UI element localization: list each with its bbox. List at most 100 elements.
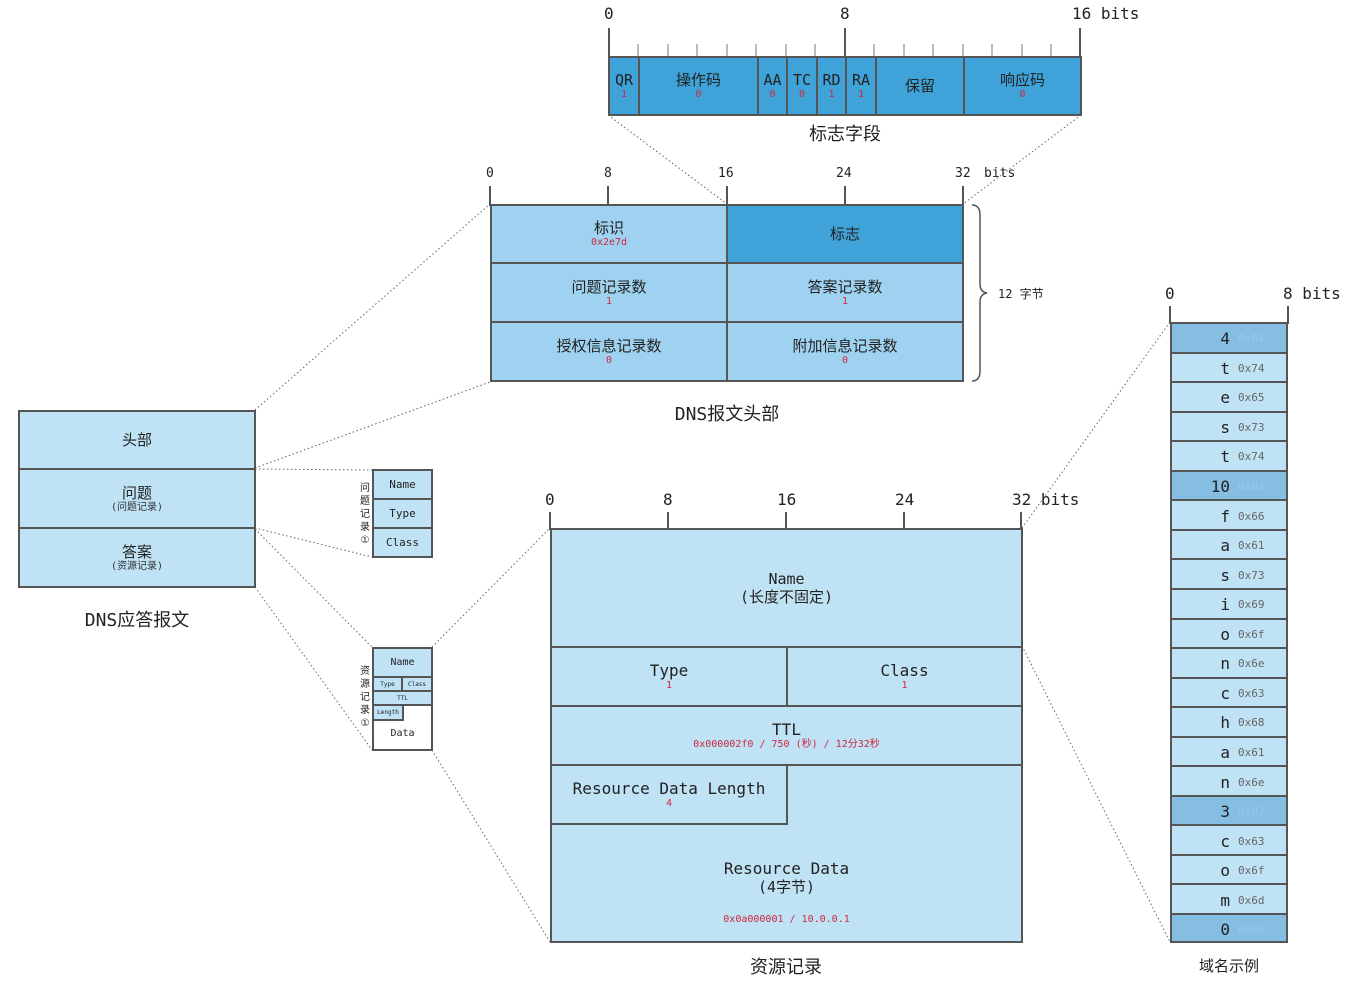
- mini-name-label: Name: [390, 657, 415, 668]
- flags-ruler-ticks: [608, 28, 1081, 58]
- question-side-char: ①: [360, 535, 370, 546]
- header-qdcount-label: 问题记录数: [571, 277, 647, 296]
- header-ruler-ticks: [489, 186, 964, 206]
- rr-type-value: 1: [665, 679, 673, 691]
- domain-byte-hex: 0x6e: [1238, 657, 1265, 671]
- header-caption: DNS报文头部: [674, 404, 780, 425]
- domain-byte-char: a: [1220, 536, 1230, 556]
- flag-ra: RA 1: [847, 58, 877, 114]
- rr-rdlength-label: Resource Data Length: [572, 778, 766, 798]
- flag-reserved-label: 保留: [904, 77, 935, 95]
- domain-byte-char: t: [1220, 358, 1230, 378]
- message-header-label: 头部: [121, 431, 152, 449]
- flags-caption: 标志字段: [809, 124, 881, 145]
- question-side-char: 记: [360, 509, 370, 520]
- domain-byte-char: 10: [1210, 477, 1230, 497]
- domain-byte-char: 4: [1220, 329, 1230, 349]
- domain-byte-hex: 0x6d: [1238, 893, 1265, 907]
- domain-byte-char: a: [1220, 742, 1230, 762]
- rr-class-value: 1: [901, 679, 908, 691]
- rr-rdata-sub: (4字节): [757, 877, 816, 896]
- rr-tick-8: 8: [663, 490, 673, 509]
- flag-qr-label: QR: [614, 71, 634, 89]
- rr-class-field: Class 1: [786, 646, 1023, 707]
- flag-rd-value: 1: [828, 89, 835, 100]
- domain-byte-hex: 0x63: [1238, 834, 1265, 848]
- rr-ttl-label: TTL: [772, 719, 801, 739]
- question-class-field: Class: [372, 527, 433, 558]
- domain-byte-char: n: [1220, 772, 1230, 792]
- domain-byte-hex: 0x74: [1238, 361, 1265, 375]
- flag-opcode-label: 操作码: [675, 71, 721, 89]
- question-name-field: Name: [372, 469, 433, 500]
- flags-tick-8: 8: [840, 4, 850, 23]
- dn-tick-8: 8 bits: [1283, 284, 1341, 303]
- header-qdcount-value: 1: [605, 295, 613, 307]
- question-side-char: 录: [360, 522, 370, 533]
- flag-aa-label: AA: [763, 71, 782, 89]
- domain-byte-hex: 0x73: [1238, 568, 1265, 582]
- domain-byte-row: t 0x74: [1172, 351, 1286, 384]
- flag-aa-value: 0: [769, 89, 776, 100]
- domain-byte-char: h: [1220, 713, 1230, 733]
- header-ancount-label: 答案记录数: [807, 277, 883, 296]
- flags-ruler: [608, 28, 1082, 58]
- domain-byte-char: c: [1220, 683, 1230, 703]
- message-question-section: 问题 (问题记录): [18, 468, 256, 529]
- domain-byte-hex: 0x0a: [1238, 480, 1265, 494]
- rr-name-label: Name: [768, 570, 805, 588]
- dn-ruler-ticks: [1169, 306, 1289, 324]
- rr-tick-24: 24: [895, 490, 915, 509]
- dn-tick-0: 0: [1165, 284, 1175, 303]
- domain-byte-row: h 0x68: [1172, 706, 1286, 738]
- domain-byte-hex: 0x03: [1238, 805, 1265, 819]
- domain-byte-hex: 0x65: [1238, 391, 1265, 405]
- flag-opcode-value: 0: [695, 89, 702, 100]
- mini-data-field: Data: [372, 704, 433, 751]
- flag-rcode: 响应码 0: [965, 58, 1080, 114]
- header-tick-0: 0: [486, 166, 494, 181]
- rr-name-sub: (长度不固定): [739, 588, 834, 606]
- flags-bar: QR 1 操作码 0 AA 0 TC 0 RD 1 RA 1 保留 响应码 0: [608, 56, 1082, 116]
- domain-byte-hex: 0x68: [1238, 716, 1265, 730]
- header-nscount-label: 授权信息记录数: [556, 336, 662, 355]
- domain-byte-char: m: [1220, 890, 1230, 910]
- header-ancount-value: 1: [841, 295, 849, 307]
- rr-tick-32: 32 bits: [1012, 490, 1080, 509]
- header-qdcount-cell: 问题记录数 1: [490, 262, 728, 323]
- domain-byte-char: i: [1220, 595, 1230, 615]
- flag-reserved: 保留: [877, 58, 965, 114]
- flag-tc: TC 0: [788, 58, 818, 114]
- domain-byte-hex: 0x63: [1238, 686, 1265, 700]
- domain-byte-char: o: [1220, 624, 1230, 644]
- domain-byte-char: n: [1220, 654, 1230, 674]
- message-header-section: 头部: [18, 410, 256, 470]
- mini-name-field: Name: [372, 647, 433, 678]
- rr-ttl-value: 0x000002f0 / 750 (秒) / 12分32秒: [693, 738, 880, 750]
- rr-rdata-label: Resource Data: [723, 858, 850, 878]
- flag-tc-value: 0: [798, 89, 806, 100]
- message-answer-label: 答案: [121, 542, 152, 561]
- message-answer-sub: (资源记录): [110, 560, 164, 572]
- domain-byte-row: n 0x6e: [1172, 647, 1286, 679]
- domain-byte-hex: 0x74: [1238, 450, 1265, 464]
- header-ancount-cell: 答案记录数 1: [726, 262, 964, 323]
- domain-byte-hex: 0x61: [1238, 539, 1265, 553]
- header-nscount-value: 0: [605, 354, 613, 366]
- header-tick-16: 16: [718, 166, 734, 181]
- question-side-label: 问 题 记 录 ①: [359, 482, 371, 547]
- message-question-label: 问题: [121, 483, 152, 502]
- question-type-label: Type: [389, 507, 416, 520]
- domain-byte-char: c: [1220, 831, 1230, 851]
- header-id-value: 0x2e7d: [590, 237, 628, 248]
- resource-side-char: 资: [360, 666, 370, 677]
